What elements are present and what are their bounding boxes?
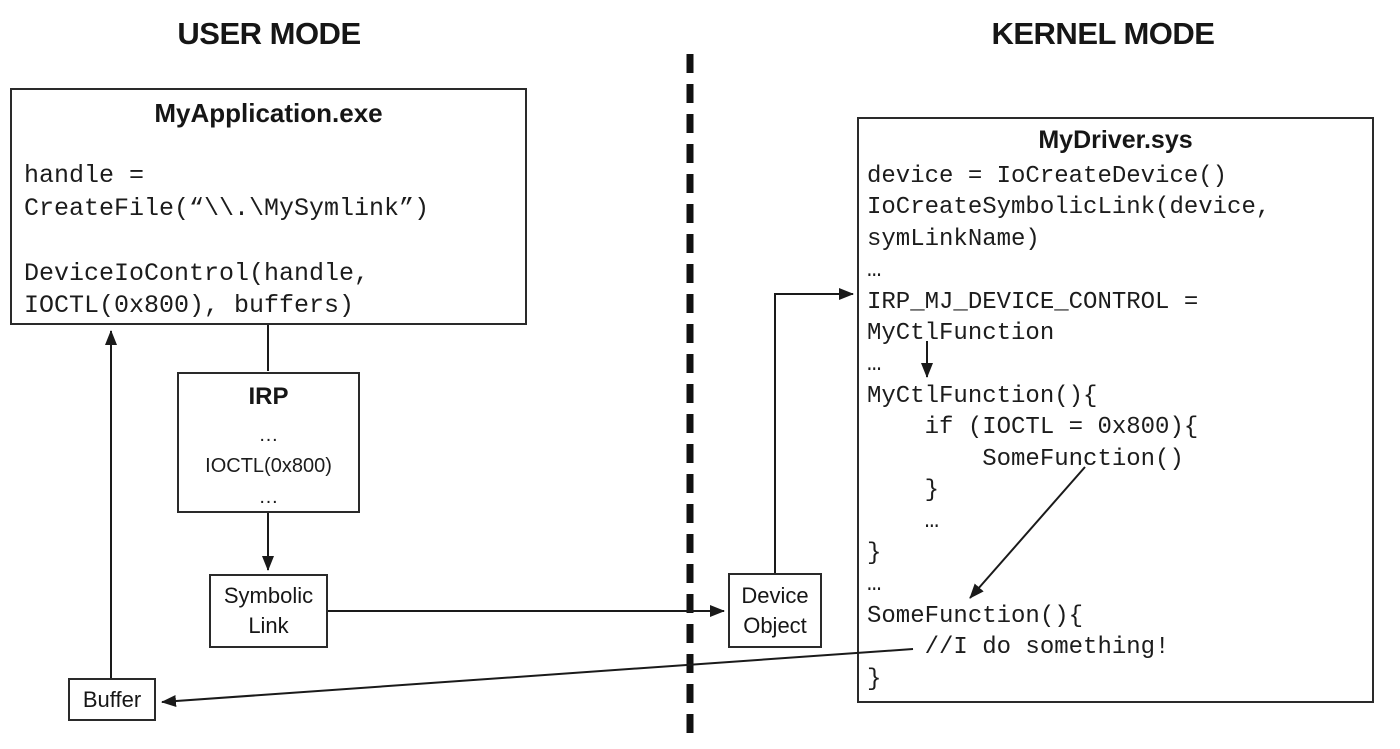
symbolic-link-box: Symbolic Link <box>209 574 328 648</box>
irp-box: IRP … IOCTL(0x800) … <box>177 372 360 513</box>
irp-ioctl-line: IOCTL(0x800) <box>205 455 332 477</box>
device-object-to-driver-arrow <box>774 288 854 573</box>
my-application-title: MyApplication.exe <box>154 98 383 128</box>
irp-contents: … IOCTL(0x800) … <box>179 420 358 513</box>
kernel-mode-title: KERNEL MODE <box>991 16 1215 51</box>
my-driver-box: MyDriver.sys device = IoCreateDevice() I… <box>857 117 1374 703</box>
buffer-box: Buffer <box>68 678 156 721</box>
my-application-code: handle = CreateFile(“\\.\MySymlink”) Dev… <box>24 161 430 320</box>
my-application-box: MyApplication.exe handle = CreateFile(“\… <box>10 88 527 325</box>
irp-ellipsis-bottom: … <box>258 486 279 508</box>
symbolic-link-label: Symbolic Link <box>223 583 314 638</box>
irp-ellipsis-top: … <box>258 424 279 446</box>
driver-to-buffer-arrow <box>161 648 914 707</box>
device-object-box: Device Object <box>728 573 822 648</box>
buffer-label: Buffer <box>82 686 142 712</box>
my-driver-code: device = IoCreateDevice() IoCreateSymbol… <box>867 163 1271 693</box>
my-driver-title: MyDriver.sys <box>1038 126 1193 154</box>
user-mode-title: USER MODE <box>177 16 361 51</box>
device-object-label: Device Object <box>741 582 809 638</box>
irp-title: IRP <box>248 383 289 410</box>
